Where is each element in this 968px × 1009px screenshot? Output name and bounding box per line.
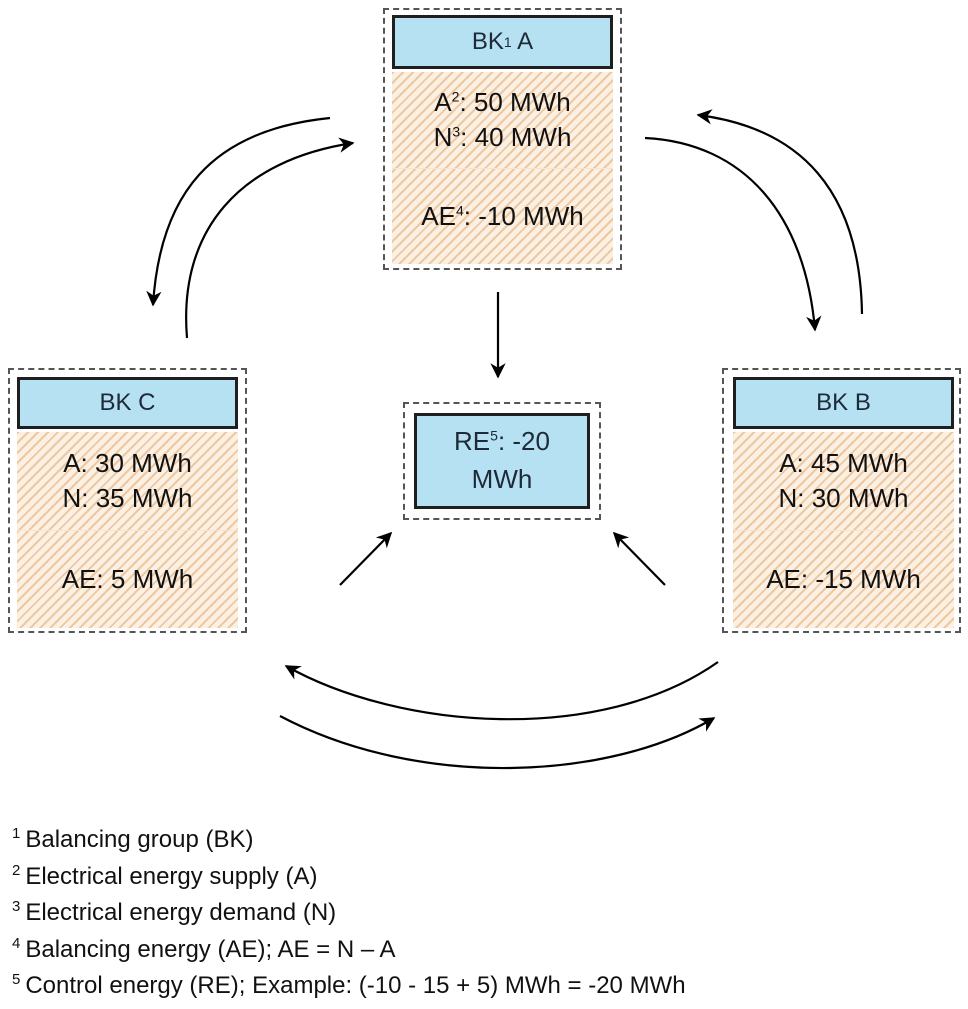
group-c-title-text: BK C	[99, 389, 156, 416]
group-a-balance: AE4: -10 MWh	[421, 200, 584, 231]
control-energy-box: RE5: -20 MWh	[414, 413, 590, 509]
group-b-demand: N: 30 MWh	[778, 482, 909, 513]
group-c-body: A: 30 MWh N: 35 MWh AE: 5 MWh	[17, 432, 238, 628]
group-b-balance-section: AE: -15 MWh	[733, 529, 954, 629]
arrow-c-to-a	[185, 137, 355, 339]
group-a-title-suffix: A	[511, 28, 534, 55]
group-c-supply: A: 30 MWh	[63, 447, 192, 478]
group-c-flows: A: 30 MWh N: 35 MWh	[17, 432, 238, 530]
arrow-a-to-c	[146, 116, 331, 307]
group-b-title: BK B	[733, 377, 954, 429]
group-c-balance: AE: 5 MWh	[61, 563, 194, 594]
group-b-title-text: BK B	[816, 389, 871, 416]
group-b-supply: A: 45 MWh	[779, 447, 908, 478]
group-b-body: A: 45 MWh N: 30 MWh AE: -15 MWh	[733, 432, 954, 628]
group-b-balance: AE: -15 MWh	[766, 563, 921, 594]
group-b-flows: A: 45 MWh N: 30 MWh	[733, 432, 954, 530]
arrow-b-to-re	[612, 531, 666, 586]
group-c-balance-section: AE: 5 MWh	[17, 529, 238, 629]
balancing-group-b: BK B A: 45 MWh N: 30 MWh AE: -15 MWh	[722, 368, 961, 633]
group-c-title: BK C	[17, 377, 238, 429]
control-energy-unit: MWh	[471, 464, 533, 494]
arrow-b-to-c	[284, 661, 719, 721]
arrow-c-to-b	[279, 715, 716, 770]
group-a-flows: A2: 50 MWh N3: 40 MWh	[392, 72, 613, 168]
group-a-demand: N3: 40 MWh	[433, 121, 572, 152]
group-a-title-text: BK	[471, 28, 504, 55]
control-energy-group: RE5: -20 MWh	[403, 402, 601, 520]
arrow-c-to-re	[339, 531, 393, 586]
arrow-b-to-a	[696, 109, 864, 315]
control-energy-line1: RE5: -20	[454, 426, 550, 457]
group-a-supply: A2: 50 MWh	[434, 86, 571, 117]
arrow-a-to-b	[644, 136, 822, 332]
group-c-demand: N: 35 MWh	[62, 482, 193, 513]
balancing-group-c: BK C A: 30 MWh N: 35 MWh AE: 5 MWh	[8, 368, 247, 633]
group-a-balance-section: AE4: -10 MWh	[392, 167, 613, 265]
group-a-body: A2: 50 MWh N3: 40 MWh AE4: -10 MWh	[392, 72, 613, 264]
